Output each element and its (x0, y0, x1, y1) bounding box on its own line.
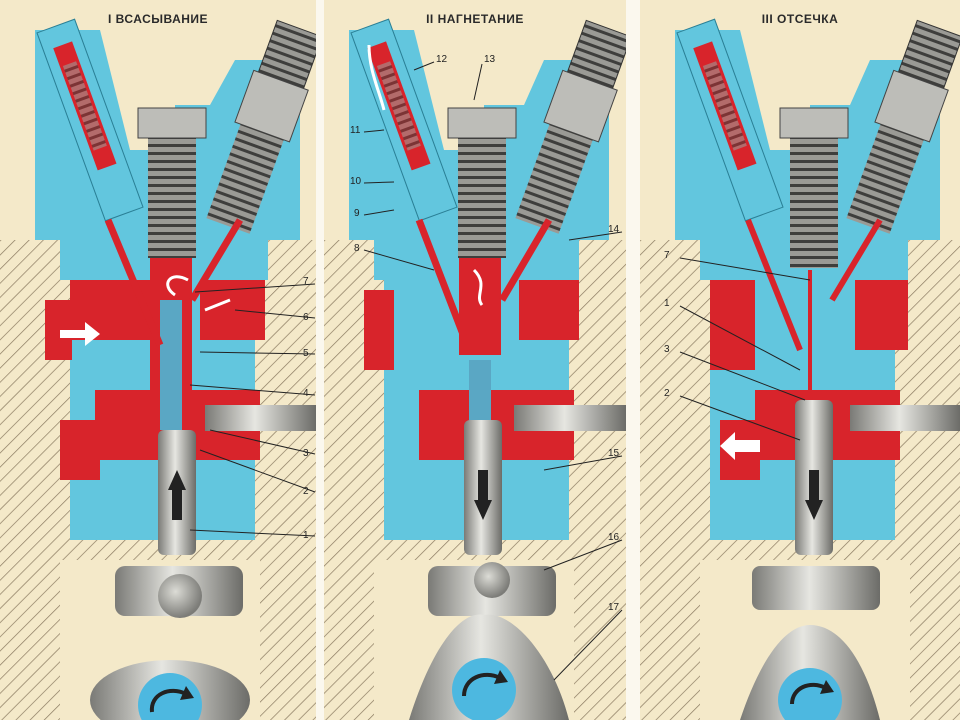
callout-label: 9 (354, 208, 360, 219)
holder-thread (790, 138, 838, 268)
callout-label: 13 (484, 54, 496, 65)
arrow-icon (720, 432, 760, 460)
arrow-icon (472, 268, 484, 306)
panel-separator (316, 0, 324, 720)
leader-lines (363, 61, 623, 681)
outlet-fitting (846, 19, 960, 234)
holder-nut (137, 107, 207, 139)
rotation-arrow-icon (820, 680, 834, 694)
callout-label: 3 (303, 448, 309, 459)
inlet-fitting (36, 18, 144, 222)
channel-left (104, 218, 164, 347)
callout-label: 16 (608, 532, 620, 543)
barrel (469, 360, 491, 420)
diagram-panel-delivery: II НАГНЕТАНИЕ 12 13 11 10 9 8 14 15 16 1… (324, 0, 626, 720)
up-arrow-icon (474, 470, 492, 520)
intake-cavity (70, 280, 150, 340)
callout-label: 1 (303, 530, 309, 541)
arrow-icon (60, 322, 100, 346)
outlet-port (60, 420, 100, 480)
leader-lines (189, 283, 316, 537)
channel-right (188, 218, 244, 302)
inlet-port (45, 300, 72, 360)
gallery-right (855, 280, 908, 350)
callout-label: 7 (664, 250, 670, 261)
channel-right (498, 218, 553, 302)
callout-label: 3 (664, 344, 670, 355)
pump-section-delivery (324, 18, 626, 720)
holder-thread (458, 138, 506, 258)
callout-label: 7 (303, 276, 309, 287)
channel-left (415, 218, 473, 352)
pump-section-cutoff (640, 18, 960, 720)
barrel (160, 300, 182, 430)
gallery-right (200, 280, 265, 340)
rotation-arrow-icon (180, 686, 194, 700)
inlet-fitting (350, 18, 458, 222)
rotation-arrow-icon (149, 688, 187, 713)
outlet-fitting (515, 19, 626, 234)
down-arrow-icon (168, 470, 186, 520)
leader-lines (679, 257, 811, 441)
arrow-icon (367, 44, 386, 111)
arrow-icon (166, 275, 189, 297)
outlet-fitting (206, 19, 316, 234)
callout-label: 17 (608, 602, 620, 613)
callout-label: 4 (303, 388, 309, 399)
callout-label: 10 (350, 176, 362, 187)
diagram-panel-cutoff: III ОТСЕЧКА 7 1 3 2 (640, 0, 960, 720)
holder-thread (148, 138, 196, 258)
callout-label: 2 (303, 486, 309, 497)
arrow-icon (204, 298, 231, 312)
callout-label: 2 (664, 388, 670, 399)
panel-separator (626, 0, 634, 720)
panel-title: II НАГНЕТАНИЕ (426, 12, 524, 26)
holder-nut (779, 107, 849, 139)
callout-label: 1 (664, 298, 670, 309)
tappet (752, 566, 880, 610)
intake-cavity (710, 280, 755, 370)
callout-label: 11 (350, 125, 361, 136)
panel-title: I ВСАСЫВАНИЕ (107, 12, 209, 26)
roller (158, 574, 202, 618)
camshaft (452, 658, 516, 720)
channel-left (745, 218, 803, 352)
callout-label: 8 (354, 243, 360, 254)
control-rack (850, 405, 960, 431)
diagram-panel-intake: I ВСАСЫВАНИЕ 7 6 5 4 3 2 1 (0, 0, 316, 720)
rotation-arrow-icon (790, 682, 827, 705)
roller (474, 562, 510, 598)
callout-label: 14 (608, 224, 620, 235)
rotation-arrow-icon (462, 672, 501, 697)
callout-label: 5 (303, 348, 309, 359)
channel-right (829, 218, 883, 302)
control-rack (205, 405, 316, 431)
inlet-fitting (676, 18, 784, 222)
inlet-port (364, 290, 394, 370)
gallery-right (519, 280, 579, 340)
callout-label: 12 (436, 54, 448, 65)
panel-title: III ОТСЕЧКА (761, 12, 839, 26)
rotation-arrow-icon (494, 670, 508, 684)
up-arrow-icon (805, 470, 823, 520)
control-rack (514, 405, 626, 431)
pump-section-intake (0, 18, 316, 720)
camshaft (138, 673, 202, 720)
holder-nut (447, 107, 517, 139)
callout-label: 6 (303, 312, 309, 323)
callout-label: 15 (608, 448, 620, 459)
barrel (798, 270, 830, 390)
